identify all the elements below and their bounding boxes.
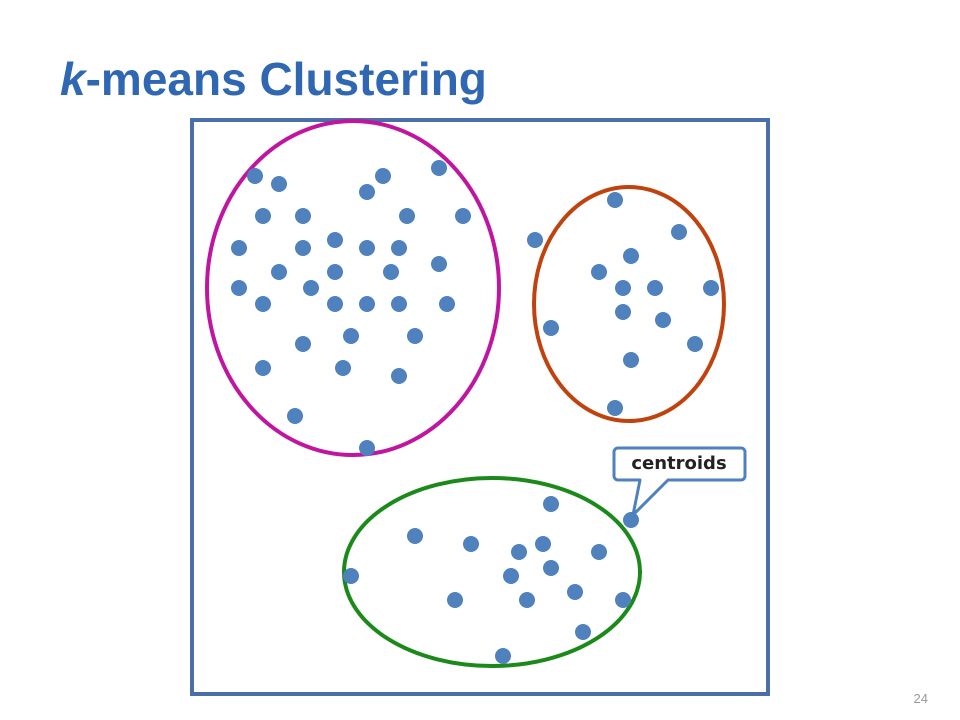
cluster-3-point: [535, 536, 551, 552]
cluster-2-point: [623, 352, 639, 368]
cluster-2-point: [655, 312, 671, 328]
cluster-2-point: [543, 320, 559, 336]
cluster-3-point: [567, 584, 583, 600]
cluster-1-point: [271, 176, 287, 192]
cluster-3-point: [407, 528, 423, 544]
cluster-1-point: [327, 232, 343, 248]
cluster-2-boundary: [532, 185, 726, 423]
data-points: [231, 160, 719, 664]
cluster-1-point: [295, 336, 311, 352]
cluster-1-point: [359, 440, 375, 456]
page-number: 24: [913, 691, 928, 706]
cluster-3-point: [511, 544, 527, 560]
cluster-1-point: [431, 256, 447, 272]
centroids-callout-box: [612, 446, 747, 517]
cluster-1-point: [271, 264, 287, 280]
cluster-1-boundary: [205, 119, 501, 457]
cluster-3-point: [463, 536, 479, 552]
cluster-2-point: [703, 280, 719, 296]
cluster-1-point: [359, 184, 375, 200]
cluster-3-point: [543, 496, 559, 512]
cluster-1-point: [343, 328, 359, 344]
cluster-1-point: [391, 368, 407, 384]
cluster-2-point: [591, 264, 607, 280]
cluster-1-point: [399, 208, 415, 224]
cluster-1-point: [247, 168, 263, 184]
cluster-1-point: [255, 360, 271, 376]
cluster-1-point: [327, 296, 343, 312]
cluster-1-point: [231, 240, 247, 256]
cluster-2-point: [607, 400, 623, 416]
cluster-2-point: [671, 224, 687, 240]
cluster-2-point: [615, 304, 631, 320]
cluster-1-point: [383, 264, 399, 280]
cluster-3-point: [575, 624, 591, 640]
cluster-1-point: [295, 240, 311, 256]
cluster-3-point: [343, 568, 359, 584]
cluster-2-point: [615, 280, 631, 296]
cluster-3-point: [543, 560, 559, 576]
cluster-1-point: [335, 360, 351, 376]
cluster-2-point: [527, 232, 543, 248]
cluster-1-point: [327, 264, 343, 280]
cluster-1-point: [295, 208, 311, 224]
cluster-1-point: [287, 408, 303, 424]
cluster-2-point: [647, 280, 663, 296]
cluster-3-point: [591, 544, 607, 560]
diagram-frame: [190, 118, 770, 696]
centroids-callout-label: centroids: [631, 453, 727, 474]
cluster-3-point: [615, 592, 631, 608]
cluster-3-point: [503, 568, 519, 584]
cluster-1-point: [439, 296, 455, 312]
cluster-1-point: [391, 296, 407, 312]
cluster-3-point: [495, 648, 511, 664]
cluster-2-point: [607, 192, 623, 208]
cluster-1-point: [359, 240, 375, 256]
cluster-1-point: [431, 160, 447, 176]
cluster-1-point: [359, 296, 375, 312]
cluster-3-point: [447, 592, 463, 608]
cluster-3-point: [519, 592, 535, 608]
title-rest: -means Clustering: [85, 53, 487, 105]
cluster-3-point: [623, 512, 639, 528]
slide-title: k-means Clustering: [60, 50, 487, 108]
cluster-1-point: [255, 208, 271, 224]
cluster-1-point: [391, 240, 407, 256]
cluster-1-point: [231, 280, 247, 296]
title-k: k: [60, 53, 86, 105]
cluster-3-boundary: [342, 476, 642, 668]
cluster-2-point: [623, 248, 639, 264]
cluster-2-point: [687, 336, 703, 352]
cluster-1-point: [375, 168, 391, 184]
cluster-1-point: [455, 208, 471, 224]
cluster-1-point: [407, 328, 423, 344]
cluster-1-point: [303, 280, 319, 296]
cluster-1-point: [255, 296, 271, 312]
